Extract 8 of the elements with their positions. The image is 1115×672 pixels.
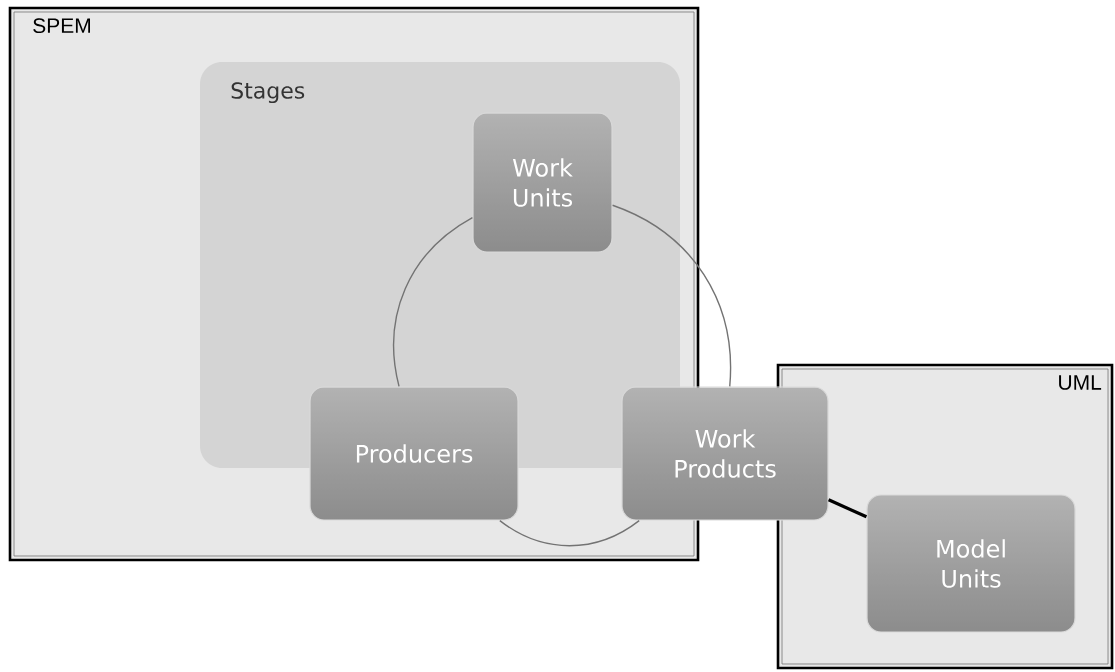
process-box: Producers bbox=[309, 386, 519, 521]
connector-line bbox=[611, 204, 732, 388]
connector-line bbox=[499, 519, 640, 547]
process-box: Model Units bbox=[866, 494, 1076, 633]
connector-line bbox=[393, 216, 474, 388]
process-box: Work Products bbox=[621, 386, 829, 521]
process-box: Work Units bbox=[472, 112, 613, 253]
connector-line bbox=[827, 498, 868, 519]
